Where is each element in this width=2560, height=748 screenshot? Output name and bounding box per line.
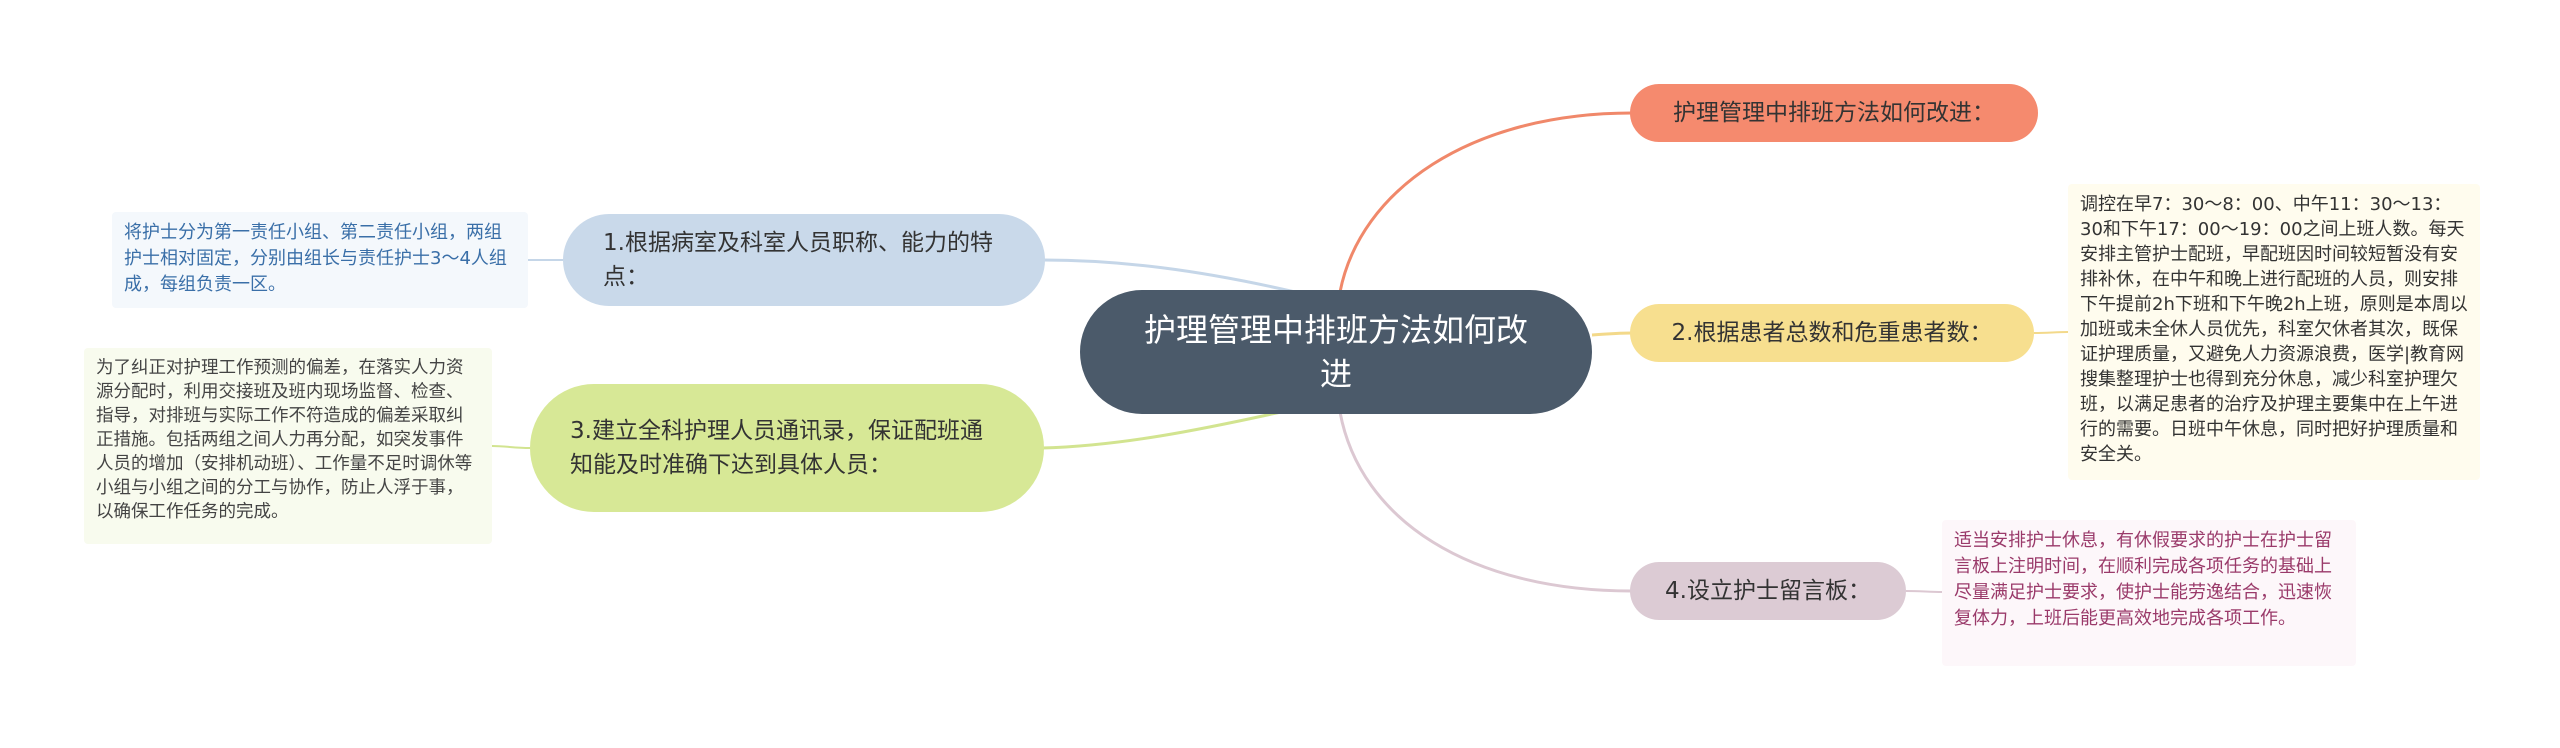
note-4[interactable]: 适当安排护士休息，有休假要求的护士在护士留言板上注明时间，在顺利完成各项任务的基… [1942, 520, 2356, 666]
note-3[interactable]: 为了纠正对护理工作预测的偏差，在落实人力资源分配时，利用交接班及班内现场监督、检… [84, 348, 492, 544]
branch-title-label: 护理管理中排班方法如何改进： [1673, 100, 1995, 126]
note-3-text: 为了纠正对护理工作预测的偏差，在落实人力资源分配时，利用交接班及班内现场监督、检… [96, 358, 473, 522]
link-b4-n4 [1905, 590, 1943, 593]
link-root-title [1338, 111, 1633, 293]
branch-3-label: 3.建立全科护理人员通讯录，保证配班通知能及时准确下达到具体人员： [570, 418, 983, 478]
note-1-text: 将护士分为第一责任小组、第二责任小组，两组护士相对固定，分别由组长与责任护士3～… [124, 222, 507, 295]
note-4-text: 适当安排护士休息，有休假要求的护士在护士留言板上注明时间，在顺利完成各项任务的基… [1954, 530, 2332, 629]
link-root-b4 [1338, 411, 1633, 593]
branch-1-topic[interactable]: 1.根据病室及科室人员职称、能力的特点： [563, 214, 1045, 306]
branch-4-topic[interactable]: 4.设立护士留言板： [1630, 562, 1906, 620]
root-topic[interactable]: 护理管理中排班方法如何改进 [1080, 290, 1592, 414]
link-b2-n2 [2033, 331, 2069, 334]
branch-title-topic[interactable]: 护理管理中排班方法如何改进： [1630, 84, 2038, 142]
branch-4-label: 4.设立护士留言板： [1665, 578, 1871, 604]
branch-2-topic[interactable]: 2.根据患者总数和危重患者数： [1630, 304, 2034, 362]
branch-3-topic[interactable]: 3.建立全科护理人员通讯录，保证配班通知能及时准确下达到具体人员： [530, 384, 1044, 512]
link-b3-n3 [491, 445, 531, 449]
root-topic-label: 护理管理中排班方法如何改进 [1143, 311, 1528, 393]
branch-2-label: 2.根据患者总数和危重患者数： [1671, 320, 1993, 346]
link-root-b1 [1042, 258, 1296, 294]
link-root-b2 [1591, 331, 1633, 337]
note-1[interactable]: 将护士分为第一责任小组、第二责任小组，两组护士相对固定，分别由组长与责任护士3～… [112, 212, 528, 308]
note-2-text: 调控在早7：30～8：00、中午11：30～13：30和下午17：00～19：0… [2080, 194, 2468, 465]
branch-1-label: 1.根据病室及科室人员职称、能力的特点： [603, 230, 993, 290]
note-2[interactable]: 调控在早7：30～8：00、中午11：30～13：30和下午17：00～19：0… [2068, 184, 2480, 480]
link-root-b3 [1041, 408, 1291, 450]
